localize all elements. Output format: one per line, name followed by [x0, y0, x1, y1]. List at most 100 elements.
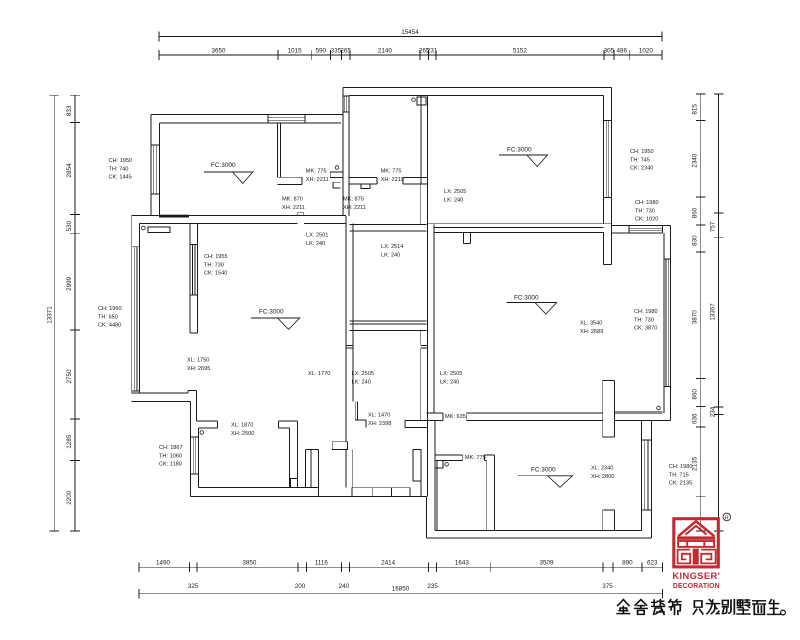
svg-text:XL: 1870: XL: 1870: [231, 423, 253, 429]
svg-text:FC:3000: FC:3000: [259, 309, 284, 316]
svg-text:XH: 2689: XH: 2689: [580, 329, 603, 335]
svg-text:3650: 3650: [211, 48, 226, 55]
svg-text:1116: 1116: [315, 559, 329, 566]
svg-text:FC:3000: FC:3000: [514, 295, 539, 302]
svg-text:234: 234: [709, 406, 716, 417]
svg-text:MK: 775: MK: 775: [465, 455, 486, 461]
svg-text:830: 830: [691, 235, 698, 246]
svg-text:TH: 730: TH: 730: [635, 208, 655, 214]
svg-text:XL: 3540: XL: 3540: [580, 321, 602, 327]
svg-text:R: R: [725, 515, 729, 521]
svg-text:CK: 1180: CK: 1180: [159, 462, 182, 468]
svg-text:XH: 2500: XH: 2500: [231, 431, 254, 437]
svg-text:325: 325: [188, 583, 199, 590]
svg-text:CK: 2135: CK: 2135: [669, 481, 692, 487]
svg-text:XL: 1750: XL: 1750: [187, 358, 209, 364]
svg-text:3509: 3509: [539, 559, 554, 566]
svg-text:LK: 240: LK: 240: [381, 252, 400, 258]
svg-text:XH: 2800: XH: 2800: [591, 474, 614, 480]
svg-text:XH: 2211: XH: 2211: [282, 205, 305, 211]
svg-text:LX: 2501: LX: 2501: [306, 233, 328, 239]
svg-text:3850: 3850: [242, 559, 257, 566]
svg-text:5152: 5152: [513, 48, 528, 55]
svg-text:TH: 745: TH: 745: [630, 157, 650, 163]
svg-text:CH: 1867: CH: 1867: [159, 445, 183, 451]
svg-text:XH: 2695: XH: 2695: [187, 366, 210, 372]
svg-text:13367: 13367: [709, 303, 716, 321]
svg-text:530: 530: [66, 220, 73, 231]
svg-text:MK: 635: MK: 635: [445, 414, 466, 420]
svg-text:CK: 1020: CK: 1020: [635, 217, 658, 223]
svg-text:XL: 2340: XL: 2340: [591, 466, 613, 472]
svg-text:MK: 870: MK: 870: [282, 197, 303, 203]
svg-text:LX: 2505: LX: 2505: [444, 189, 466, 195]
svg-text:1490: 1490: [156, 559, 171, 566]
svg-text:CK: 1540: CK: 1540: [204, 271, 227, 277]
svg-text:LX: 2505: LX: 2505: [440, 371, 462, 377]
svg-text:MK: 775: MK: 775: [381, 169, 402, 175]
svg-text:CH: 1980: CH: 1980: [634, 309, 658, 315]
svg-text:TH: 730: TH: 730: [634, 317, 654, 323]
svg-text:16850: 16850: [392, 586, 410, 593]
svg-text:XH: 2398: XH: 2398: [368, 421, 391, 427]
svg-text:KINGSER': KINGSER': [672, 571, 720, 581]
svg-text:1285: 1285: [66, 434, 73, 449]
svg-text:2340: 2340: [691, 153, 698, 168]
svg-text:TH: 1060: TH: 1060: [159, 453, 182, 459]
svg-text:636: 636: [691, 413, 698, 424]
svg-text:CH: 1950: CH: 1950: [109, 158, 133, 164]
svg-text:LK: 240: LK: 240: [352, 379, 371, 385]
svg-text:XH: 2211: XH: 2211: [381, 177, 404, 183]
svg-text:1643: 1643: [455, 559, 470, 566]
svg-text:XH: 2211: XH: 2211: [306, 177, 329, 183]
svg-text:486: 486: [617, 48, 628, 55]
svg-text:XH: 2211: XH: 2211: [343, 205, 366, 211]
svg-text:265: 265: [340, 48, 351, 55]
svg-text:833: 833: [66, 105, 73, 116]
svg-text:235: 235: [427, 583, 438, 590]
svg-text:CK: 1445: CK: 1445: [109, 175, 132, 181]
svg-text:2750: 2750: [66, 369, 73, 384]
svg-text:CH: 1960: CH: 1960: [98, 306, 122, 312]
svg-text:1020: 1020: [639, 48, 654, 55]
svg-text:MK: 775: MK: 775: [306, 169, 327, 175]
svg-text:590: 590: [316, 48, 327, 55]
svg-text:860: 860: [691, 207, 698, 218]
svg-text:2854: 2854: [66, 163, 73, 178]
svg-text:860: 860: [691, 389, 698, 400]
svg-text:LK: 240: LK: 240: [440, 379, 459, 385]
svg-text:CK: 3870: CK: 3870: [634, 326, 657, 332]
svg-text:2999: 2999: [66, 276, 73, 291]
svg-text:FC:3000: FC:3000: [531, 467, 556, 474]
svg-text:265: 265: [419, 48, 430, 55]
svg-text:2135: 2135: [691, 456, 698, 471]
svg-text:13371: 13371: [47, 306, 54, 324]
svg-text:335: 335: [331, 48, 342, 55]
svg-text:TH: 740: TH: 740: [109, 166, 129, 172]
svg-text:CK: 4480: CK: 4480: [98, 323, 121, 329]
svg-text:2140: 2140: [378, 48, 393, 55]
svg-text:LX: 2514: LX: 2514: [381, 244, 403, 250]
svg-text:231: 231: [427, 48, 438, 55]
svg-text:2414: 2414: [381, 559, 396, 566]
svg-text:1015: 1015: [288, 48, 303, 55]
svg-text:CK: 2340: CK: 2340: [630, 166, 653, 172]
svg-text:CH: 1950: CH: 1950: [630, 149, 654, 155]
svg-text:XL: 1470: XL: 1470: [368, 413, 390, 419]
svg-text:200: 200: [295, 583, 306, 590]
svg-text:757: 757: [709, 221, 716, 232]
svg-text:CH: 1955: CH: 1955: [204, 254, 228, 260]
svg-text:DECORATION: DECORATION: [673, 583, 720, 590]
svg-text:890: 890: [622, 559, 633, 566]
svg-text:240: 240: [339, 583, 350, 590]
svg-text:375: 375: [602, 583, 613, 590]
svg-text:623: 623: [647, 559, 658, 566]
svg-text:TH: 715: TH: 715: [669, 472, 689, 478]
svg-text:TH: 650: TH: 650: [98, 314, 118, 320]
svg-text:FC:3000: FC:3000: [211, 162, 236, 169]
svg-text:LK: 240: LK: 240: [306, 241, 325, 247]
svg-text:LX: 2505: LX: 2505: [352, 371, 374, 377]
svg-text:TH: 730: TH: 730: [204, 262, 224, 268]
svg-text:CH: 1980: CH: 1980: [669, 464, 693, 470]
svg-text:2200: 2200: [66, 490, 73, 505]
